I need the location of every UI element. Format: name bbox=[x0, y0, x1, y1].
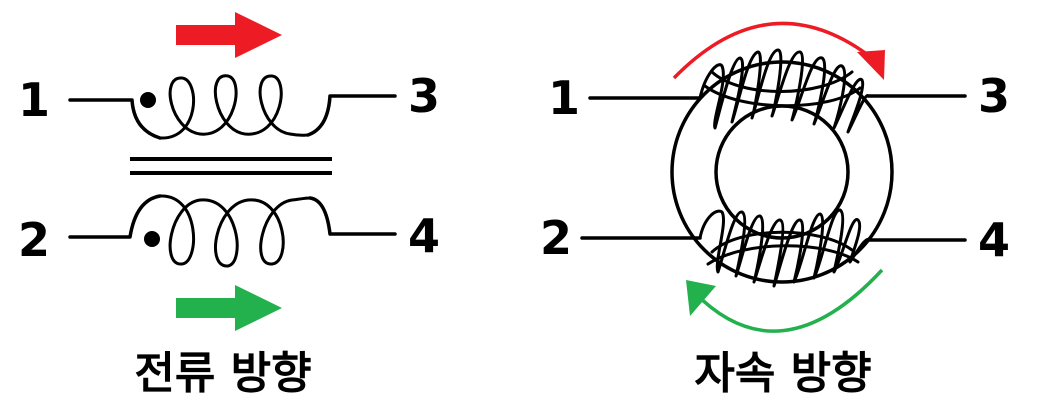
current-arrow-green bbox=[176, 285, 282, 331]
flux-arrow-green-head bbox=[686, 280, 716, 316]
left-pin-3: 3 bbox=[408, 69, 440, 123]
left-pin-1: 1 bbox=[18, 73, 50, 127]
bottom-winding-lead-left bbox=[68, 194, 162, 239]
flux-arrow-red-arc bbox=[672, 21, 874, 80]
right-pin-2: 2 bbox=[540, 211, 572, 265]
right-toroid: 1 2 3 4 자속 방향 bbox=[540, 21, 1010, 399]
top-winding-coil bbox=[158, 74, 310, 140]
flux-arrow-red-head bbox=[857, 50, 885, 80]
toroid-bottom-winding bbox=[698, 208, 872, 288]
polarity-dot-bottom bbox=[144, 231, 160, 247]
polarity-dot-top bbox=[140, 92, 156, 108]
right-pin-1: 1 bbox=[548, 71, 580, 125]
toroid-top-winding-back bbox=[703, 70, 862, 108]
top-winding-lead-right bbox=[306, 94, 397, 137]
toroid-bottom-winding-back bbox=[706, 230, 860, 266]
flux-arrow-green-arc bbox=[692, 268, 884, 333]
right-pin-3: 3 bbox=[978, 69, 1010, 123]
bottom-winding-lead-right bbox=[308, 196, 397, 236]
left-schematic: 1 2 3 4 전류 방향 bbox=[18, 12, 440, 399]
right-caption: 자속 방향 bbox=[694, 348, 871, 399]
toroid-top-winding bbox=[698, 48, 870, 134]
left-pin-4: 4 bbox=[408, 209, 440, 263]
right-pin-4: 4 bbox=[978, 213, 1010, 267]
current-arrow-red bbox=[176, 12, 282, 58]
top-winding-lead-left bbox=[68, 98, 162, 140]
bottom-winding-coil bbox=[158, 194, 312, 268]
left-caption: 전류 방향 bbox=[134, 348, 311, 399]
left-pin-2: 2 bbox=[18, 213, 50, 267]
